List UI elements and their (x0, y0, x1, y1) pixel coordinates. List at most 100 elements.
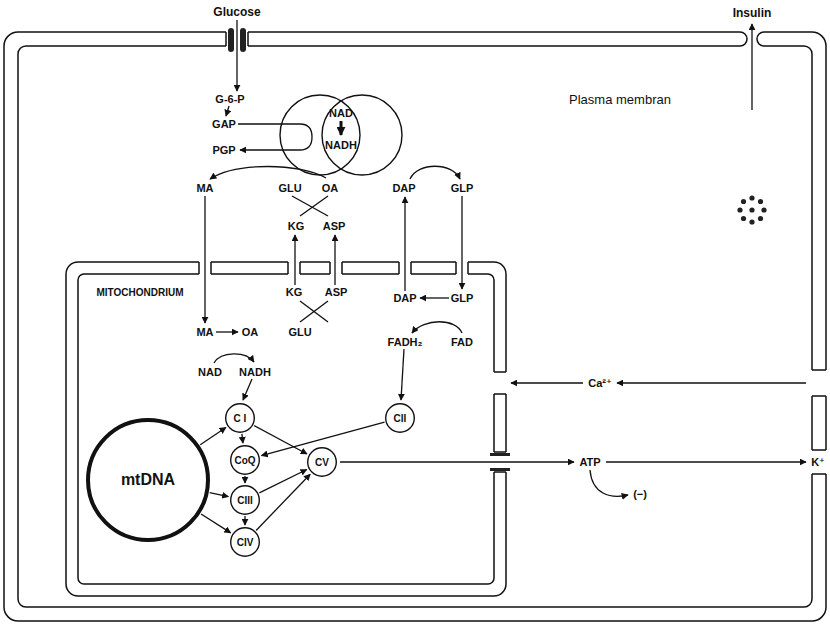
node-label: NAD (329, 107, 353, 119)
reaction-arrow (216, 331, 238, 332)
metabolite-label: OA (321, 182, 340, 194)
enzyme-subunit-outline (280, 95, 360, 175)
arrow-connector (244, 516, 245, 525)
membrane-line (4, 32, 826, 621)
membrane-line (66, 262, 506, 596)
potassium-arrow (606, 461, 806, 462)
circle-outline (231, 446, 260, 475)
insulin-granule (741, 199, 746, 204)
insulin-granule (741, 216, 746, 221)
metabolite-label: K⁺ (810, 456, 826, 468)
arrow-connector (210, 493, 229, 497)
metabolite-label: OA (241, 326, 260, 338)
electron-arrow (401, 349, 404, 400)
metabolite-label: Insulin (732, 7, 773, 20)
complex-circle: CIII (230, 485, 260, 515)
membrane-line (18, 46, 812, 607)
circle-outline (226, 404, 255, 433)
metabolite-label: ATP (578, 456, 601, 468)
insulin-granule (758, 216, 763, 221)
calcium-arrow (617, 382, 806, 383)
circle-outline (231, 528, 260, 557)
node-label: NADH (325, 139, 357, 151)
insulin-granule (749, 207, 754, 212)
metabolite-label: NAD (197, 366, 223, 378)
mtdna-circle: mtDNA (86, 418, 210, 542)
node-label: C I (234, 413, 247, 424)
arrow-connector (259, 470, 306, 493)
metabolite-label: (−) (632, 488, 648, 500)
metabolite-label: GLU (287, 326, 312, 338)
metabolite-label: DAP (392, 292, 417, 304)
metabolite-label: Glucose (212, 6, 261, 19)
metabolite-label: MA (195, 326, 214, 338)
enzyme-dimer: NAD NADH (278, 94, 404, 176)
complex-circle: CV (307, 447, 337, 477)
arrow-connector (256, 474, 310, 530)
transport-arrow (334, 235, 335, 285)
metabolite-label: FAD (450, 336, 474, 348)
metabolite-label: GLU (277, 182, 302, 194)
enzyme-subunit-outline (322, 95, 402, 175)
glucose-arrow (236, 20, 237, 91)
metabolite-label: G-6-P (214, 93, 245, 105)
metabolite-label: ASP (324, 286, 349, 298)
cell-membrane: Plasma membranNAD NADH MITOCHONDRIUM C I CII… (4, 32, 826, 621)
membrane-line (226, 32, 826, 474)
metabolite-label: FADH₂ (387, 336, 424, 348)
metabolite-label: KG (287, 220, 306, 232)
circle-outline (308, 448, 337, 477)
glucose-transporter (228, 28, 234, 52)
circle-outline (88, 420, 208, 540)
metabolite-label: GLP (450, 292, 475, 304)
reaction-loop-arrow (238, 124, 312, 150)
arrow-connector (200, 428, 226, 445)
node-label: CV (315, 457, 329, 468)
atp-channel (490, 453, 510, 456)
circle-outline (231, 486, 260, 515)
metabolite-label: PGP (211, 144, 236, 156)
nad-reduction-arrow (340, 121, 343, 135)
exchange-cross (292, 196, 328, 216)
mitochondrion: MITOCHONDRIUM C I CII CoQ CV mtDNA CIII CIV (66, 262, 506, 596)
metabolite-label: NADH (238, 366, 272, 378)
node-label: Plasma membran (569, 93, 671, 107)
transport-arrow (404, 197, 405, 291)
coenzyme-circle: CoQ (230, 445, 260, 475)
metabolite-label: Ca²⁺ (587, 377, 613, 389)
electron-arrow (243, 379, 252, 400)
metabolite-label: ASP (322, 220, 347, 232)
calcium-arrow (511, 382, 583, 383)
complex-circle: C I (225, 403, 255, 433)
circle-outline (386, 404, 415, 433)
insulin-granule (761, 207, 766, 212)
node-outline (278, 94, 404, 176)
exchange-cross (300, 301, 328, 322)
inhibition-arrow (590, 470, 628, 496)
node-label: CIII (237, 495, 253, 506)
reaction-arc (410, 166, 460, 179)
reaction-arc (412, 322, 462, 333)
metabolite-label: DAP (391, 182, 416, 194)
complex-circle: CII (385, 403, 415, 433)
metabolite-label: KG (285, 286, 304, 298)
atp-arrow (340, 461, 574, 462)
metabolite-label: GLP (450, 182, 475, 194)
atp-channel (490, 468, 510, 471)
node-label: CIV (237, 537, 254, 548)
reaction-arc (214, 354, 254, 363)
metabolite-label: GAP (211, 118, 237, 130)
complex-circle: CIV (230, 527, 260, 557)
insulin-granule (749, 219, 754, 224)
arrow-connector (254, 426, 307, 454)
exchange-cross (300, 301, 328, 322)
transport-arrow (204, 196, 205, 323)
reaction-arrow (226, 106, 229, 116)
insulin-granule (737, 207, 742, 212)
reaction-arrow (420, 297, 449, 298)
arrow-connector (201, 514, 231, 533)
transport-arrow (461, 196, 462, 289)
membrane-line (199, 262, 506, 472)
node-label: MITOCHONDRIUM (96, 287, 183, 298)
